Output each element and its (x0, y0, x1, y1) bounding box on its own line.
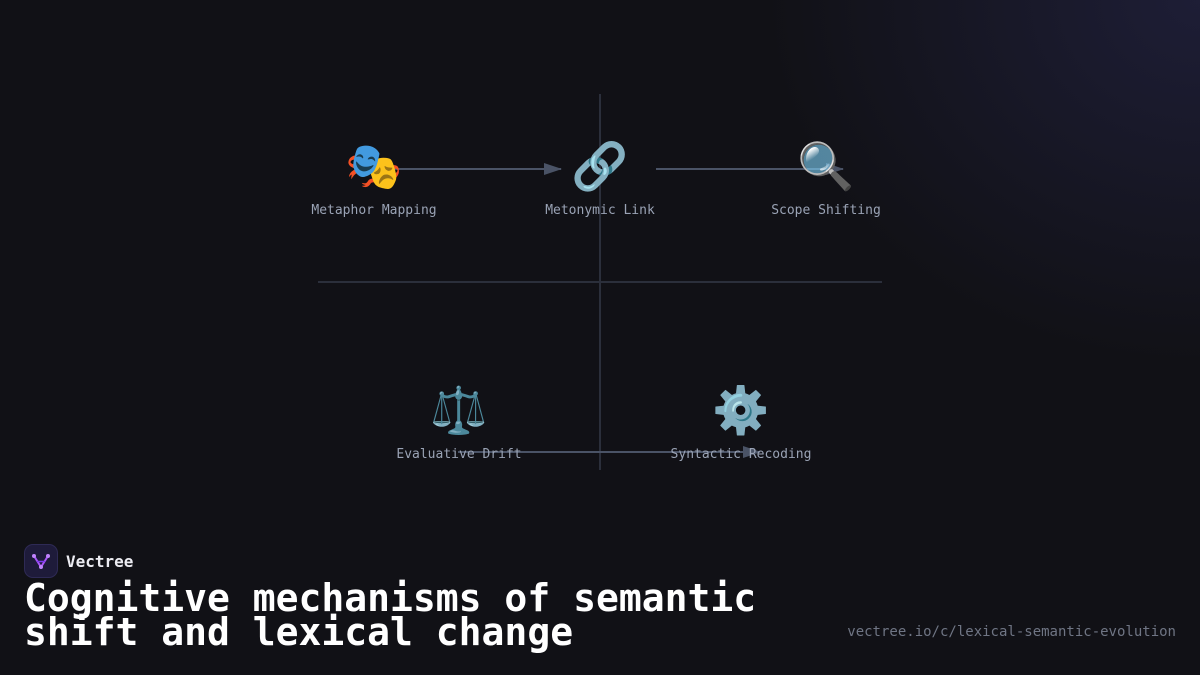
gear-icon: ⚙️ (712, 383, 770, 437)
page-title: Cognitive mechanisms of semantic shift a… (24, 576, 757, 654)
balance-scale-icon: ⚖️ (430, 383, 488, 437)
node-metaphor-mapping: 🎭 Metaphor Mapping (274, 139, 474, 218)
magnifier-icon: 🔍 (797, 139, 855, 193)
theater-masks-icon: 🎭 (345, 139, 403, 193)
vectree-logo-icon (24, 544, 58, 578)
node-label: Syntactic Recoding (670, 447, 812, 462)
node-evaluative-drift: ⚖️ Evaluative Drift (359, 383, 559, 462)
brand-name: Vectree (66, 551, 134, 571)
page-url: vectree.io/c/lexical-semantic-evolution (847, 624, 1176, 640)
node-syntactic-recoding: ⚙️ Syntactic Recoding (641, 383, 841, 462)
node-scope-shifting: 🔍 Scope Shifting (726, 139, 926, 218)
link-icon: 🔗 (571, 139, 629, 193)
node-label: Metaphor Mapping (311, 203, 437, 218)
node-metonymic-link: 🔗 Metonymic Link (500, 139, 700, 218)
node-label: Metonymic Link (545, 203, 655, 218)
node-label: Evaluative Drift (396, 447, 522, 462)
brand: Vectree (24, 544, 133, 578)
node-label: Scope Shifting (771, 203, 881, 218)
